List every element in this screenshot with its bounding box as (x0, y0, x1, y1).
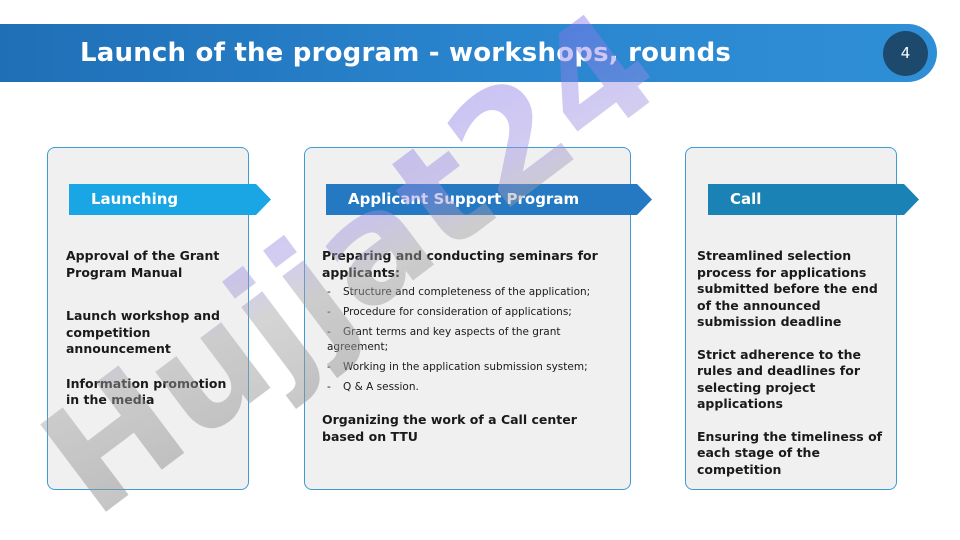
launching-item: Information promotion in the media (66, 375, 227, 408)
tag-launching: Launching (69, 184, 271, 215)
seminar-topic: Procedure for consideration of applicati… (343, 306, 572, 318)
list-item: -Structure and completeness of the appli… (322, 285, 612, 300)
bullet-dash: - (327, 361, 331, 373)
seminars-heading: Preparing and conducting seminars for ap… (322, 248, 598, 280)
call-item: Strict adherence to the rules and deadli… (697, 346, 861, 412)
bullet-dash: - (327, 306, 331, 318)
call-content: Streamlined selection process for applic… (697, 248, 892, 478)
launching-content: Approval of the Grant Program Manual Lau… (66, 248, 236, 409)
title-banner: Launch of the program - workshops, round… (0, 24, 937, 82)
list-item: -Working in the application submission s… (322, 360, 612, 375)
seminar-topic: Working in the application submission sy… (343, 361, 588, 373)
list-item: -Procedure for consideration of applicat… (322, 305, 612, 320)
bullet-dash: - (327, 381, 331, 393)
launching-item: Approval of the Grant Program Manual (66, 248, 220, 280)
bullet-dash: - (327, 326, 331, 338)
seminar-topic: Structure and completeness of the applic… (343, 286, 591, 298)
call-item: Ensuring the timeliness of each stage of… (697, 428, 883, 477)
bullet-dash: - (327, 286, 331, 298)
launching-item: Launch workshop and competition announce… (66, 308, 220, 356)
list-item: -Grant terms and key aspects of the gran… (322, 325, 612, 355)
tag-applicant-support: Applicant Support Program (326, 184, 652, 215)
slide-title: Launch of the program - workshops, round… (80, 38, 732, 68)
tag-call: Call (708, 184, 919, 215)
page-number-badge: 4 (883, 31, 928, 76)
call-item: Streamlined selection process for applic… (697, 248, 878, 329)
seminar-topics-list: -Structure and completeness of the appli… (322, 285, 612, 395)
list-item: -Q & A session. (322, 380, 612, 395)
seminar-topic: Q & A session. (343, 381, 419, 393)
seminar-topic: Grant terms and key aspects of the grant… (327, 326, 561, 353)
applicant-support-content: Preparing and conducting seminars for ap… (322, 248, 612, 445)
call-center-note: Organizing the work of a Call center bas… (322, 412, 577, 444)
